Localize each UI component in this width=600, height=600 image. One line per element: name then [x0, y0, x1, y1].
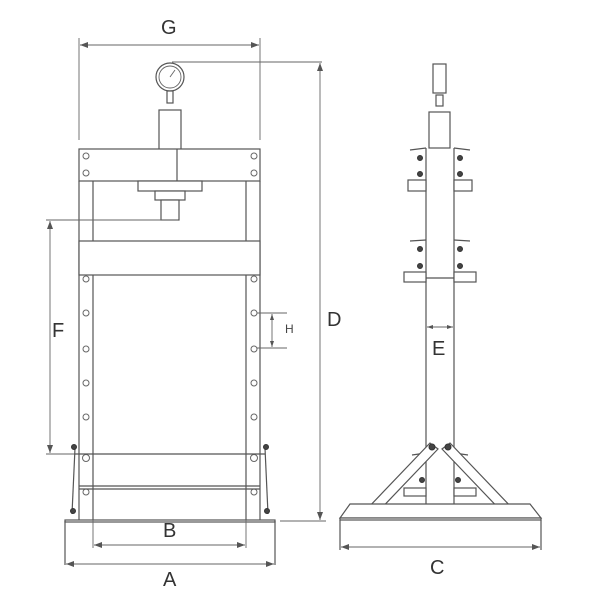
dimension-label-a: A	[163, 569, 177, 591]
adjustment-holes	[82, 275, 258, 496]
dimension-label-h: H	[285, 322, 294, 336]
dimension-label-f: F	[52, 320, 65, 342]
dimension-label-c: C	[430, 557, 445, 579]
dimension-label-b: B	[163, 520, 177, 542]
dimension-label-g: G	[161, 17, 177, 39]
pressure-gauge-icon	[155, 62, 185, 104]
hydraulic-cylinder	[158, 109, 182, 151]
top-crossbeam	[78, 148, 261, 182]
front-view	[46, 38, 326, 567]
dimension-label-d: D	[327, 309, 342, 331]
dimension-label-e: E	[432, 338, 446, 360]
press-bed	[78, 240, 261, 276]
side-view	[338, 63, 543, 550]
